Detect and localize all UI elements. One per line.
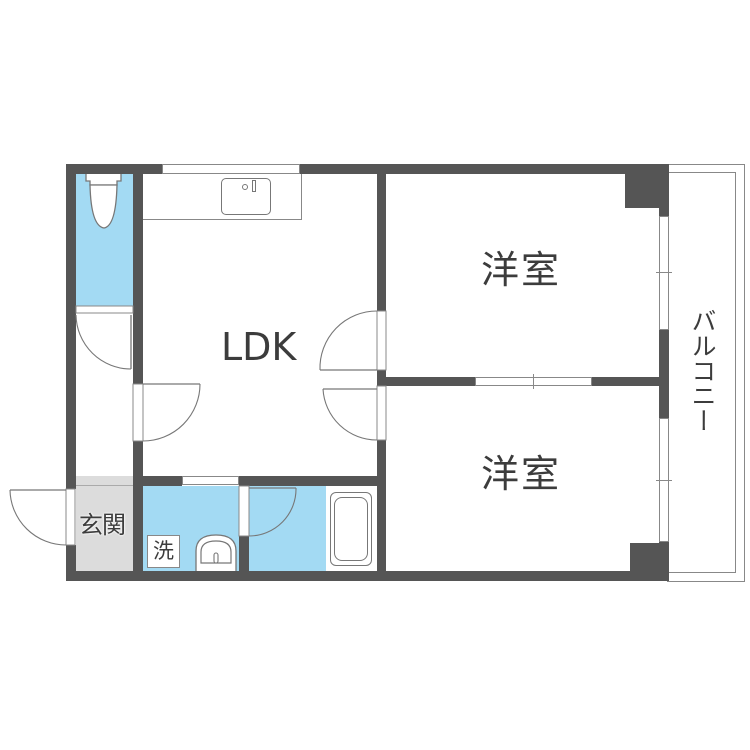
wall-rooms-divider-right xyxy=(592,377,669,386)
ldk-label: LDK xyxy=(221,325,297,369)
western-room-2-label: 洋室 xyxy=(481,452,562,496)
wall-wash-bath-lower xyxy=(239,536,249,581)
balcony-label: バルコニー xyxy=(688,308,717,433)
room1-door xyxy=(319,310,387,371)
faucet-handle-icon xyxy=(252,180,256,192)
wall-wash-bath-upper xyxy=(239,476,249,486)
front-door xyxy=(9,488,76,546)
washbasin-icon xyxy=(195,534,237,571)
wall-toilet-ldk-upper xyxy=(133,164,143,384)
bathroom-door xyxy=(238,485,297,537)
wall-rooms-divider-left xyxy=(377,377,475,386)
kitchen-counter xyxy=(143,174,302,220)
window-room1-balcony xyxy=(659,216,669,330)
faucet-icon xyxy=(242,184,248,190)
balcony-inner-rail xyxy=(667,172,736,573)
entrance-floor xyxy=(76,476,133,571)
wall-ldk-bath-left xyxy=(133,476,182,486)
wall-ldk-bath-right xyxy=(239,476,386,486)
outer-wall-bottom xyxy=(66,571,669,581)
toilet-door xyxy=(75,305,134,370)
wall-toilet-ldk-lower xyxy=(133,441,143,581)
window-room2-tick xyxy=(656,480,672,481)
wall-ldk-rooms-a xyxy=(377,164,386,311)
western-room-1-label: 洋室 xyxy=(481,248,562,292)
column-bottom-right xyxy=(630,543,669,581)
window-kitchen xyxy=(162,164,300,174)
kitchen-sink xyxy=(221,178,271,215)
ldk-entry-door xyxy=(132,383,201,442)
sliding-door-tick xyxy=(533,374,534,389)
window-washroom xyxy=(182,476,239,485)
entrance-label: 玄関 xyxy=(79,511,126,539)
outer-wall-right xyxy=(659,164,669,581)
outer-wall-top xyxy=(66,164,669,174)
room2-door xyxy=(322,385,387,441)
outer-wall-left-upper xyxy=(66,164,76,489)
bathtub-inner xyxy=(334,497,368,561)
washroom-label: 洗 xyxy=(147,535,180,568)
wall-ldk-rooms-c xyxy=(377,440,386,581)
outer-wall-left-lower xyxy=(66,545,76,581)
column-top-right xyxy=(625,164,669,208)
bathroom-floor xyxy=(249,486,326,571)
window-room1-tick xyxy=(656,272,672,273)
entrance-step-line xyxy=(76,485,133,486)
bathtub-outer xyxy=(330,492,372,566)
toilet-icon xyxy=(85,174,122,229)
